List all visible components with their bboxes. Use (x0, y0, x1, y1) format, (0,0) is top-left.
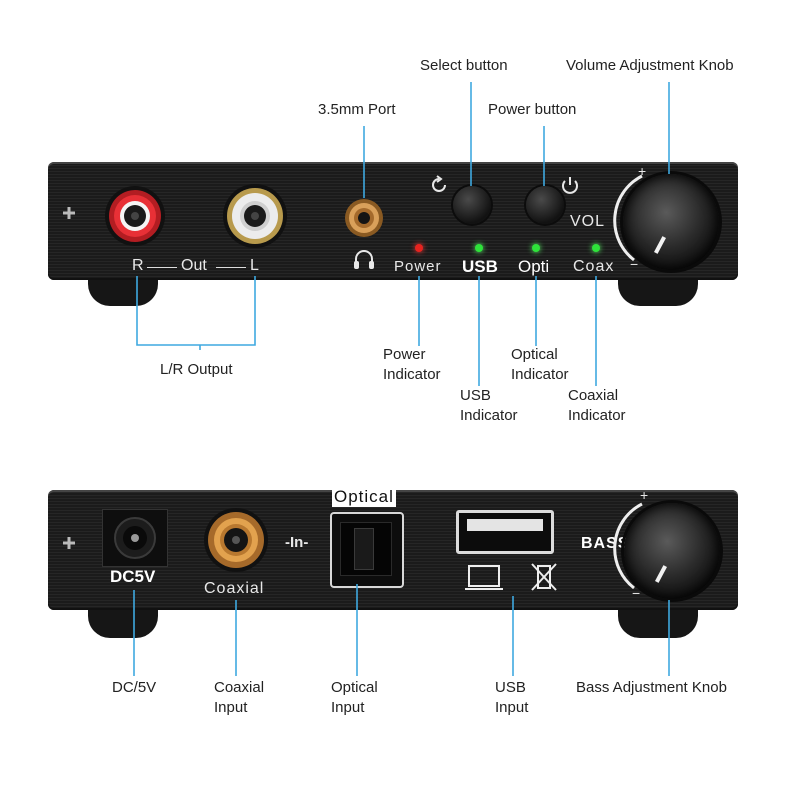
computer-icon (464, 564, 504, 592)
coaxial-input-jack[interactable] (203, 507, 269, 573)
no-usb-storage-icon (530, 562, 558, 592)
vol-plus: + (638, 163, 647, 179)
bass-knob-indicator (655, 565, 667, 583)
rca-left-output-jack[interactable] (222, 183, 288, 249)
back-screw-icon (62, 536, 76, 550)
bass-knob[interactable] (624, 503, 720, 599)
label-power: Power (394, 258, 442, 275)
usb-input-port[interactable] (456, 510, 554, 554)
refresh-icon (428, 174, 450, 196)
optical-port-shutter (354, 528, 374, 570)
callout-dc5v: DC/5V (112, 679, 157, 696)
label-coaxial: Coaxial (204, 580, 265, 597)
label-coax: Coax (573, 258, 615, 275)
bass-plus: + (640, 487, 649, 503)
dc-power-jack[interactable] (102, 509, 168, 567)
callout-usb-input: USB Input (495, 679, 529, 716)
front-screw-icon (62, 206, 76, 220)
bass-arc (606, 492, 724, 602)
label-usb: USB (462, 257, 498, 276)
opti-led (532, 244, 540, 252)
callout-port-35: 3.5mm Port (318, 101, 396, 118)
out-line-left (147, 267, 177, 268)
label-vol: VOL (570, 213, 606, 230)
callout-power-button: Power button (488, 101, 577, 118)
power-led (415, 244, 423, 252)
callout-optical-indicator: Optical Indicator (511, 346, 569, 383)
callout-optical-input: Optical Input (331, 679, 378, 716)
volume-arc (604, 162, 722, 272)
bass-minus: − (632, 585, 641, 601)
out-line-right (216, 267, 246, 268)
volume-knob-indicator (654, 236, 666, 254)
label-in: -In- (285, 534, 309, 551)
callout-coaxial-input: Coaxial Input (214, 679, 265, 716)
headphone-icon (352, 249, 376, 271)
rca-right-output-jack[interactable] (104, 185, 166, 247)
usb-port-tongue (467, 519, 543, 531)
label-optical: Optical (332, 487, 396, 507)
callout-lr-output: L/R Output (160, 361, 233, 378)
callout-usb-indicator: USB Indicator (460, 387, 518, 424)
volume-knob[interactable] (623, 174, 719, 270)
label-dc5v: DC5V (110, 567, 156, 586)
headphone-port-jack[interactable] (344, 198, 384, 238)
select-button[interactable] (453, 186, 491, 224)
power-symbol-icon (559, 174, 581, 196)
optical-input-port[interactable] (330, 512, 404, 588)
callout-power-indicator: Power Indicator (383, 346, 441, 383)
callout-select-button: Select button (420, 57, 508, 74)
vol-minus: − (630, 256, 639, 272)
label-r: R (132, 257, 144, 274)
callout-volume-knob: Volume Adjustment Knob (566, 57, 734, 74)
callout-bass-knob: Bass Adjustment Knob (576, 679, 727, 696)
callout-coaxial-indicator: Coaxial Indicator (568, 387, 626, 424)
label-l: L (250, 257, 259, 274)
label-out: Out (181, 257, 207, 274)
label-opti: Opti (518, 257, 550, 276)
power-button[interactable] (526, 186, 564, 224)
usb-led (475, 244, 483, 252)
coax-led (592, 244, 600, 252)
